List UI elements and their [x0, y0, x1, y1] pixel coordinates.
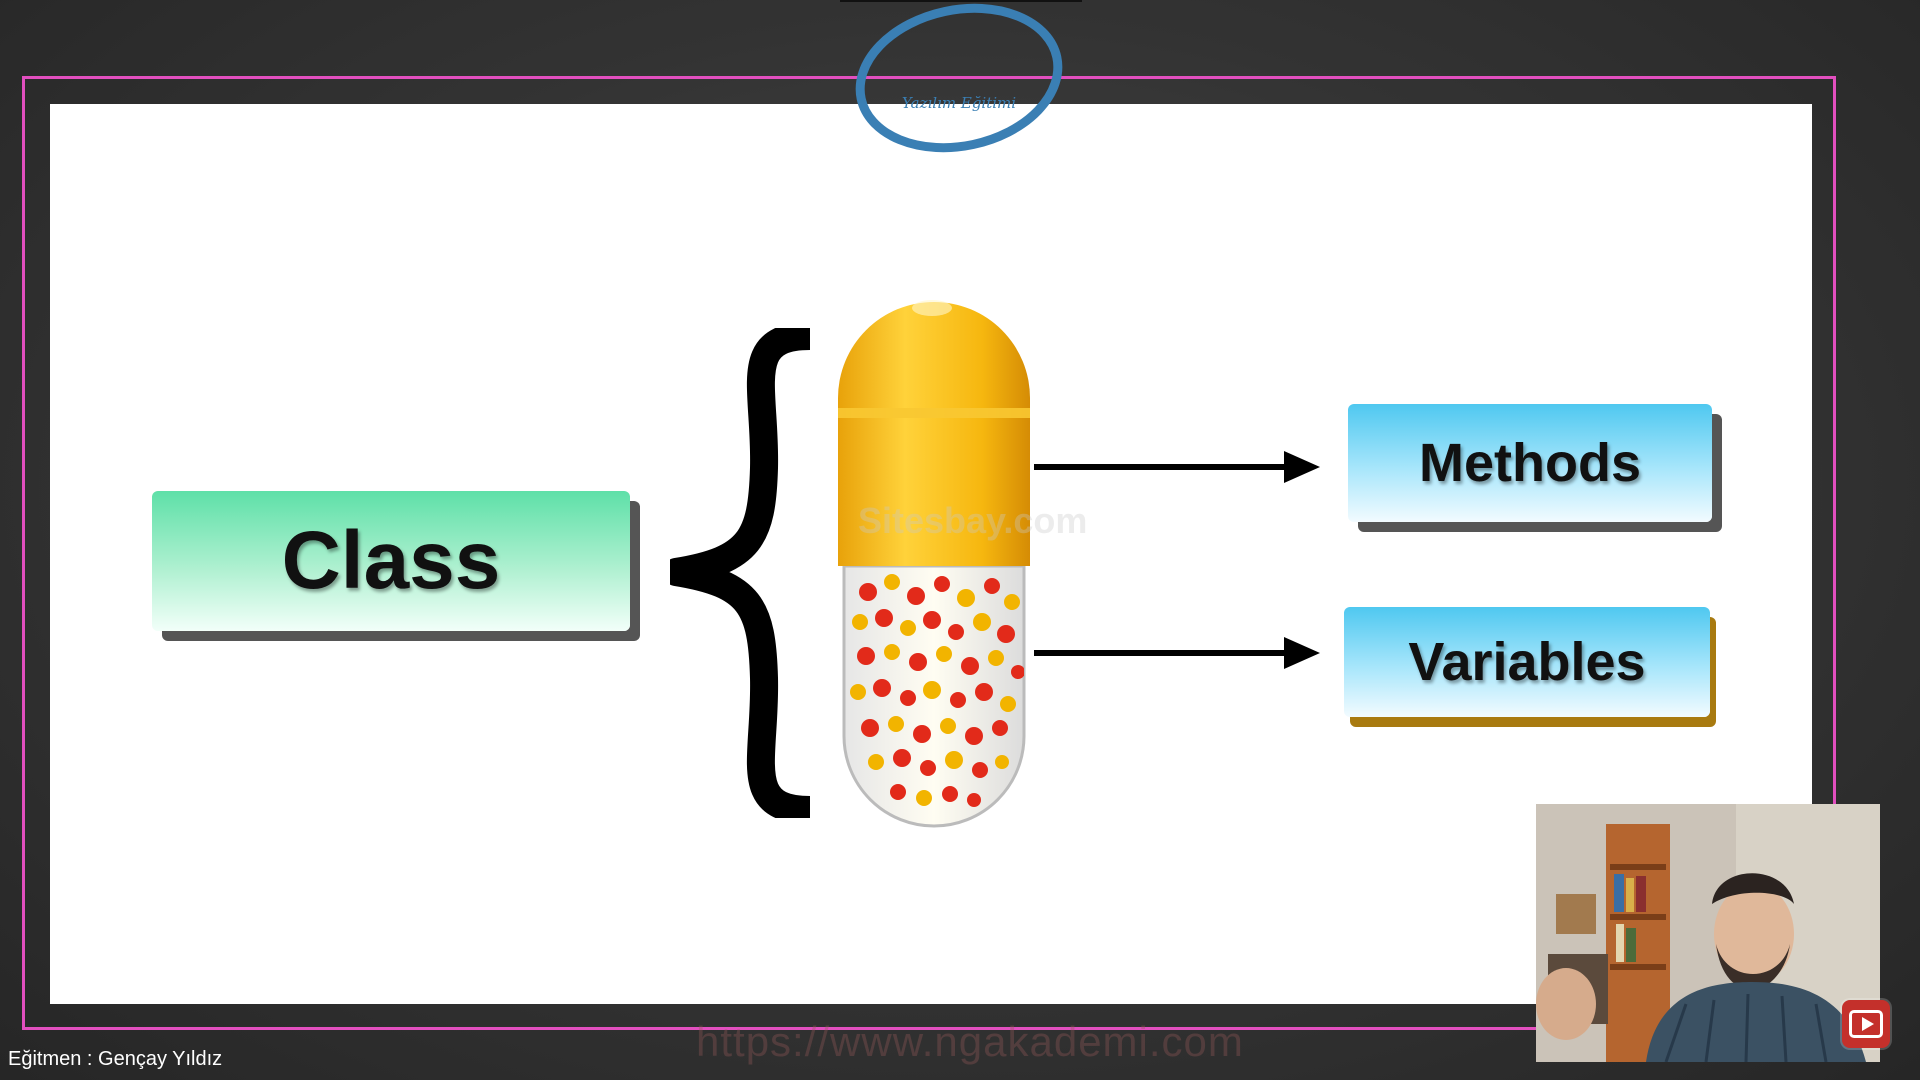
- instructor-label: Eğitmen : Gençay Yıldız: [8, 1048, 223, 1070]
- arrow-right-icon: [1034, 451, 1320, 483]
- class-box: Class: [152, 491, 630, 631]
- url-watermark: https://www.ngakademi.com: [696, 1018, 1244, 1065]
- curly-brace-icon: [670, 328, 811, 818]
- youtube-play-icon: [1842, 1000, 1890, 1048]
- brand-logo: Yazılım Eğitimi: [846, 0, 1072, 156]
- sitesbay-watermark: Sitesbay.com: [858, 500, 1088, 541]
- presentation-frame: [22, 76, 1836, 1030]
- capsule-icon: [838, 300, 1030, 828]
- variables-box: Variables: [1344, 607, 1710, 717]
- webcam-overlay: [1536, 804, 1880, 1062]
- top-bar-line: [840, 0, 1082, 2]
- brand-logo-text: Yazılım Eğitimi: [902, 94, 1016, 112]
- arrow-right-icon: [1034, 637, 1320, 669]
- methods-box: Methods: [1348, 404, 1712, 522]
